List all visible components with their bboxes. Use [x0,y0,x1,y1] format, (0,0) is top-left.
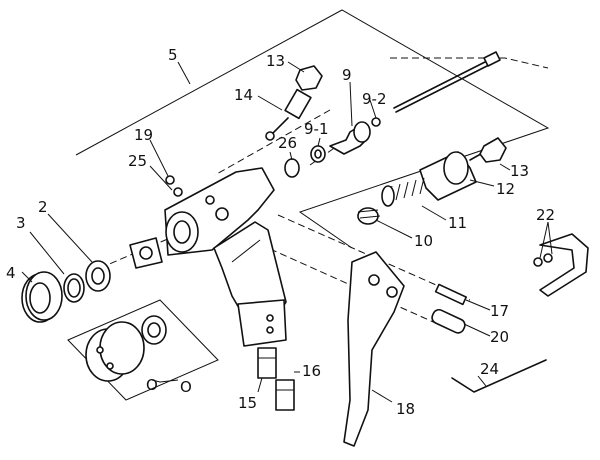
part-13-right-nut [479,137,507,163]
needle-rod [393,51,501,113]
label-18: 18 [396,400,415,418]
label-20: 20 [490,328,509,346]
part-18-trigger [343,251,405,447]
label-9-1: 9-1 [304,120,329,138]
label-22: 22 [536,206,555,224]
label-10: 10 [414,232,433,250]
label-9: 9 [342,66,352,84]
label-11: 11 [448,214,467,232]
part-12-cylinder [419,149,489,201]
leader-lines [21,61,553,403]
label-13-top: 13 [266,52,285,70]
label-2: 2 [38,198,48,216]
label-5: 5 [168,46,178,64]
part-17-pin [434,283,467,306]
label-12: 12 [496,180,515,198]
gun-body [164,167,287,347]
parts-19-25-screws [165,175,183,197]
label-15: 15 [238,394,257,412]
part-11-spring [381,177,425,207]
part-15-fitting [257,347,277,379]
label-25: 25 [128,152,147,170]
part-16-fitting [275,379,295,411]
part-labels: 4 3 2 5 13 14 19 25 26 9-1 9 9-2 13 12 1… [6,46,555,418]
front-fitting [129,237,163,269]
part-20-bushing [431,308,466,334]
part-14-fitting [265,88,312,141]
inset-detail-box [67,299,219,401]
part-10-spring [357,207,381,225]
part-3-oring [63,273,85,303]
part-24-hex-key [451,359,547,393]
alignment-lines [99,57,549,326]
label-24: 24 [480,360,499,378]
label-4: 4 [6,264,16,282]
label-16: 16 [302,362,321,380]
part-22-bracket [533,233,589,297]
part-9-valve [329,117,381,155]
label-19: 19 [134,126,153,144]
label-9-2: 9-2 [362,90,387,108]
part-4-ring [21,271,63,323]
label-14: 14 [234,86,253,104]
part-13-top-nut [295,65,323,91]
part-2-nozzle [85,260,111,292]
label-13-right: 13 [510,162,529,180]
label-17: 17 [490,302,509,320]
label-3: 3 [16,214,26,232]
group-5-bracket [75,9,550,249]
label-o-1: O [146,376,158,394]
label-o-2: O [180,378,192,396]
label-26: 26 [278,134,297,152]
